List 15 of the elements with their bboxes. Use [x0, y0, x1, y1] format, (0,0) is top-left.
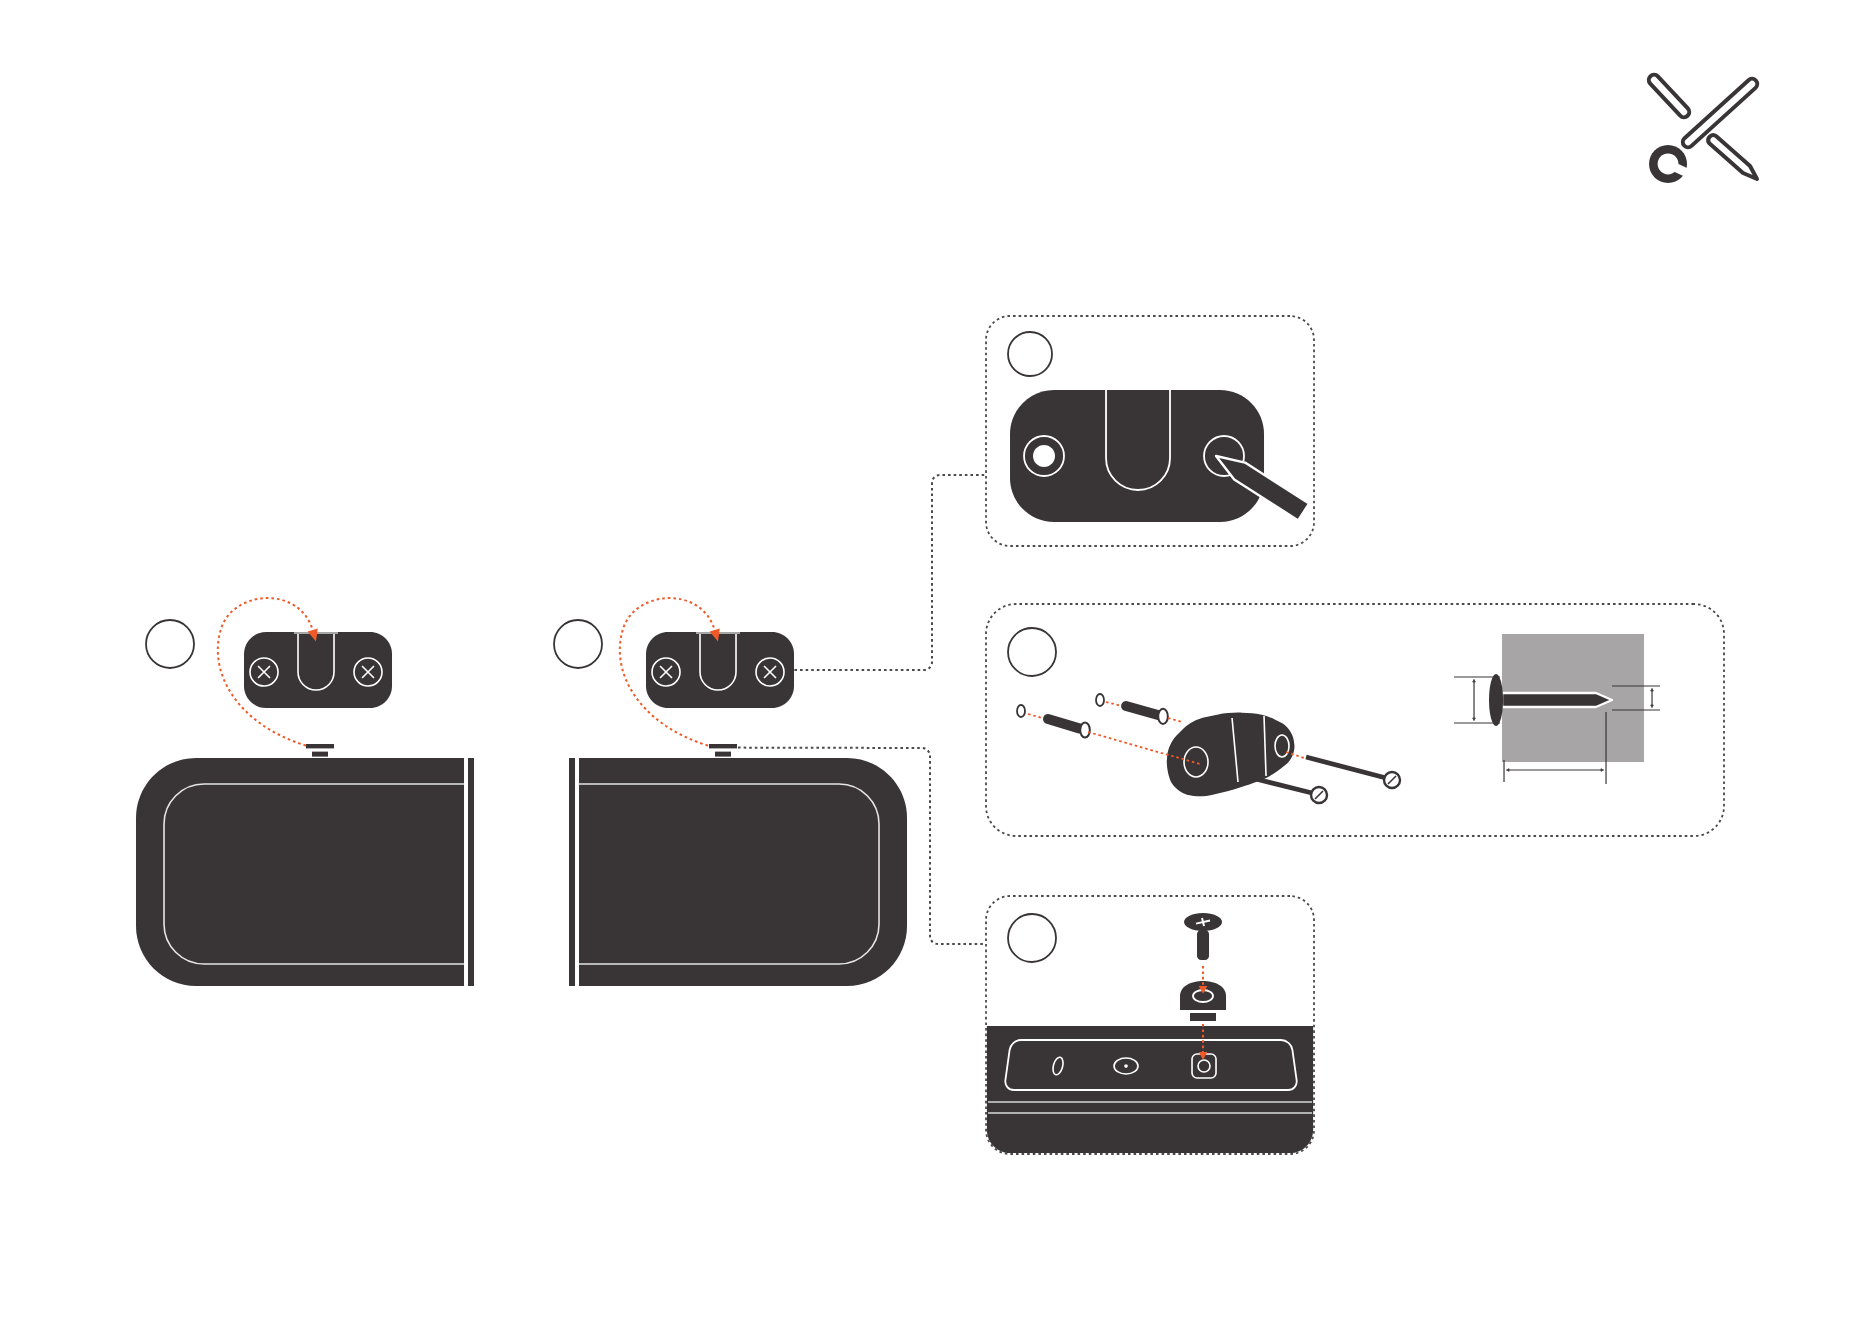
detail-panel — [985, 603, 1725, 837]
soundbar — [136, 744, 474, 986]
step-circle — [553, 619, 603, 669]
soundbar — [569, 744, 907, 986]
step-circle — [1007, 627, 1057, 677]
arrow — [216, 597, 318, 747]
wall-bracket — [244, 631, 392, 708]
step-circle — [1007, 331, 1053, 377]
step-circle — [145, 619, 195, 669]
detail-panel — [985, 315, 1315, 547]
connector-line — [737, 746, 987, 945]
connector-line — [793, 474, 987, 671]
step-circle — [1007, 913, 1057, 963]
wall-bracket — [646, 631, 794, 708]
arrow — [618, 597, 720, 747]
